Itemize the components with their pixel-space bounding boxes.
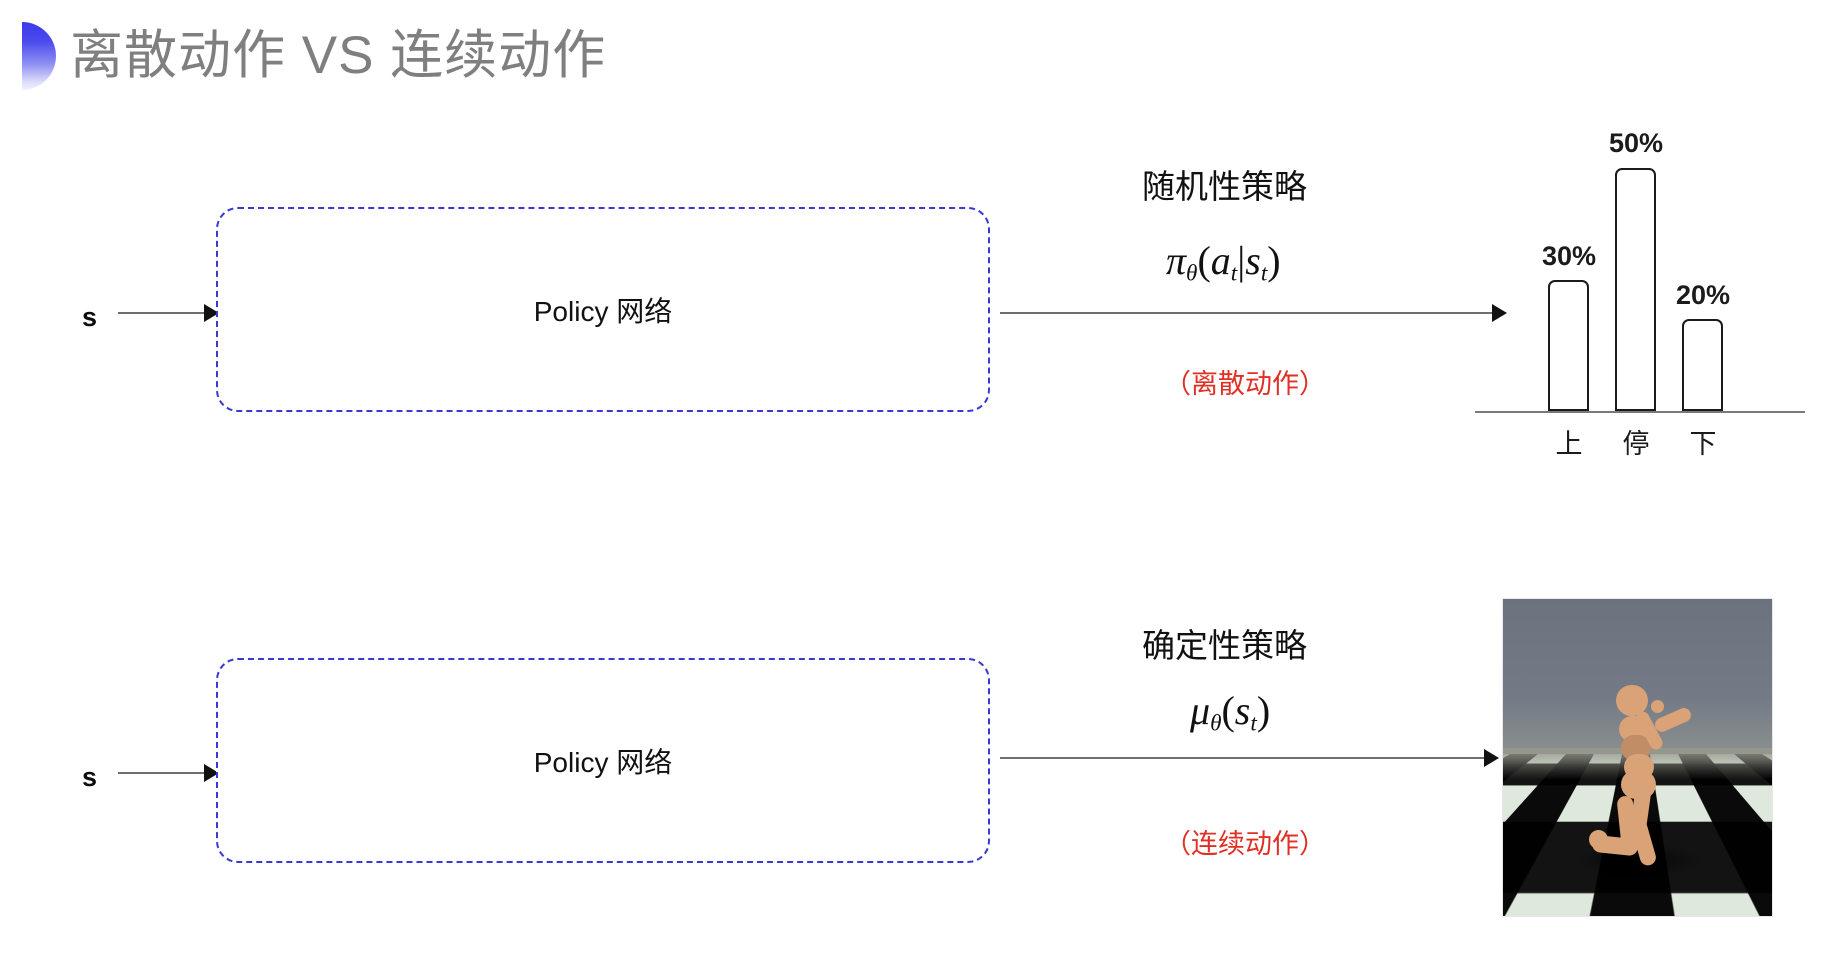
formula-close-paren: ) [1267, 238, 1281, 283]
policy-network-label-continuous: Policy 网络 [533, 746, 673, 778]
output-arrow-line-discrete [1000, 312, 1504, 314]
action-probability-bar-chart: 30% 上 50% 停 20% 下 [1470, 100, 1810, 459]
policy-caption-discrete: 随机性策略 [1142, 168, 1307, 205]
formula-sub2: t [1260, 260, 1268, 287]
input-arrow-line-discrete [118, 312, 216, 314]
humanoid-simulation-image [1502, 598, 1773, 917]
formula-arg1: s [1234, 688, 1251, 733]
policy-formula-continuous: μθ(st) [1190, 687, 1270, 737]
action-type-note-continuous: （连续动作） [1164, 829, 1326, 859]
bar-value-down: 20% [1675, 280, 1731, 310]
bar-value-up: 30% [1541, 241, 1597, 271]
formula-arg1: a [1210, 238, 1231, 283]
formula-open-paren: ( [1221, 688, 1235, 733]
output-arrow-head-continuous [1484, 749, 1499, 767]
output-arrow-head-discrete [1492, 304, 1507, 322]
formula-sub1: t [1230, 260, 1238, 287]
formula-arg2: s [1245, 238, 1261, 283]
page-title: 离散动作 VS 连续动作 [70, 26, 607, 85]
formula-sub-fn: θ [1210, 710, 1222, 737]
state-input-label-continuous: s [82, 762, 98, 792]
bar-category-up: 上 [1555, 429, 1583, 459]
formula-sub-fn: θ [1186, 260, 1198, 287]
bar-up [1548, 280, 1589, 411]
input-arrow-head-continuous [204, 764, 219, 782]
policy-network-box-continuous[interactable]: Policy 网络 [216, 658, 990, 863]
formula-fn: π [1166, 238, 1187, 283]
policy-formula-discrete: πθ(at|st) [1166, 237, 1281, 287]
output-arrow-line-continuous [1000, 757, 1486, 759]
policy-network-label-discrete: Policy 网络 [533, 295, 673, 327]
input-arrow-head-discrete [204, 304, 219, 322]
policy-caption-continuous: 确定性策略 [1142, 627, 1307, 664]
formula-bar: | [1237, 238, 1246, 283]
input-arrow-line-continuous [118, 772, 216, 774]
action-type-note-discrete: （离散动作） [1164, 369, 1326, 399]
formula-sub1: t [1250, 710, 1257, 737]
bar-value-stop: 50% [1608, 128, 1664, 158]
humanoid-knee [1589, 830, 1608, 850]
formula-fn: μ [1190, 688, 1211, 733]
state-input-label-discrete: s [82, 302, 98, 332]
bar-category-stop: 停 [1622, 429, 1650, 459]
half-circle-bullet-icon [22, 22, 56, 90]
bar-category-down: 下 [1689, 429, 1717, 459]
bar-stop [1615, 168, 1656, 411]
formula-open-paren: ( [1197, 238, 1211, 283]
formula-close-paren: ) [1256, 688, 1271, 733]
policy-network-box-discrete[interactable]: Policy 网络 [216, 207, 990, 412]
humanoid-hand [1650, 700, 1665, 714]
chart-baseline-axis [1475, 411, 1805, 413]
bar-down [1682, 319, 1723, 411]
